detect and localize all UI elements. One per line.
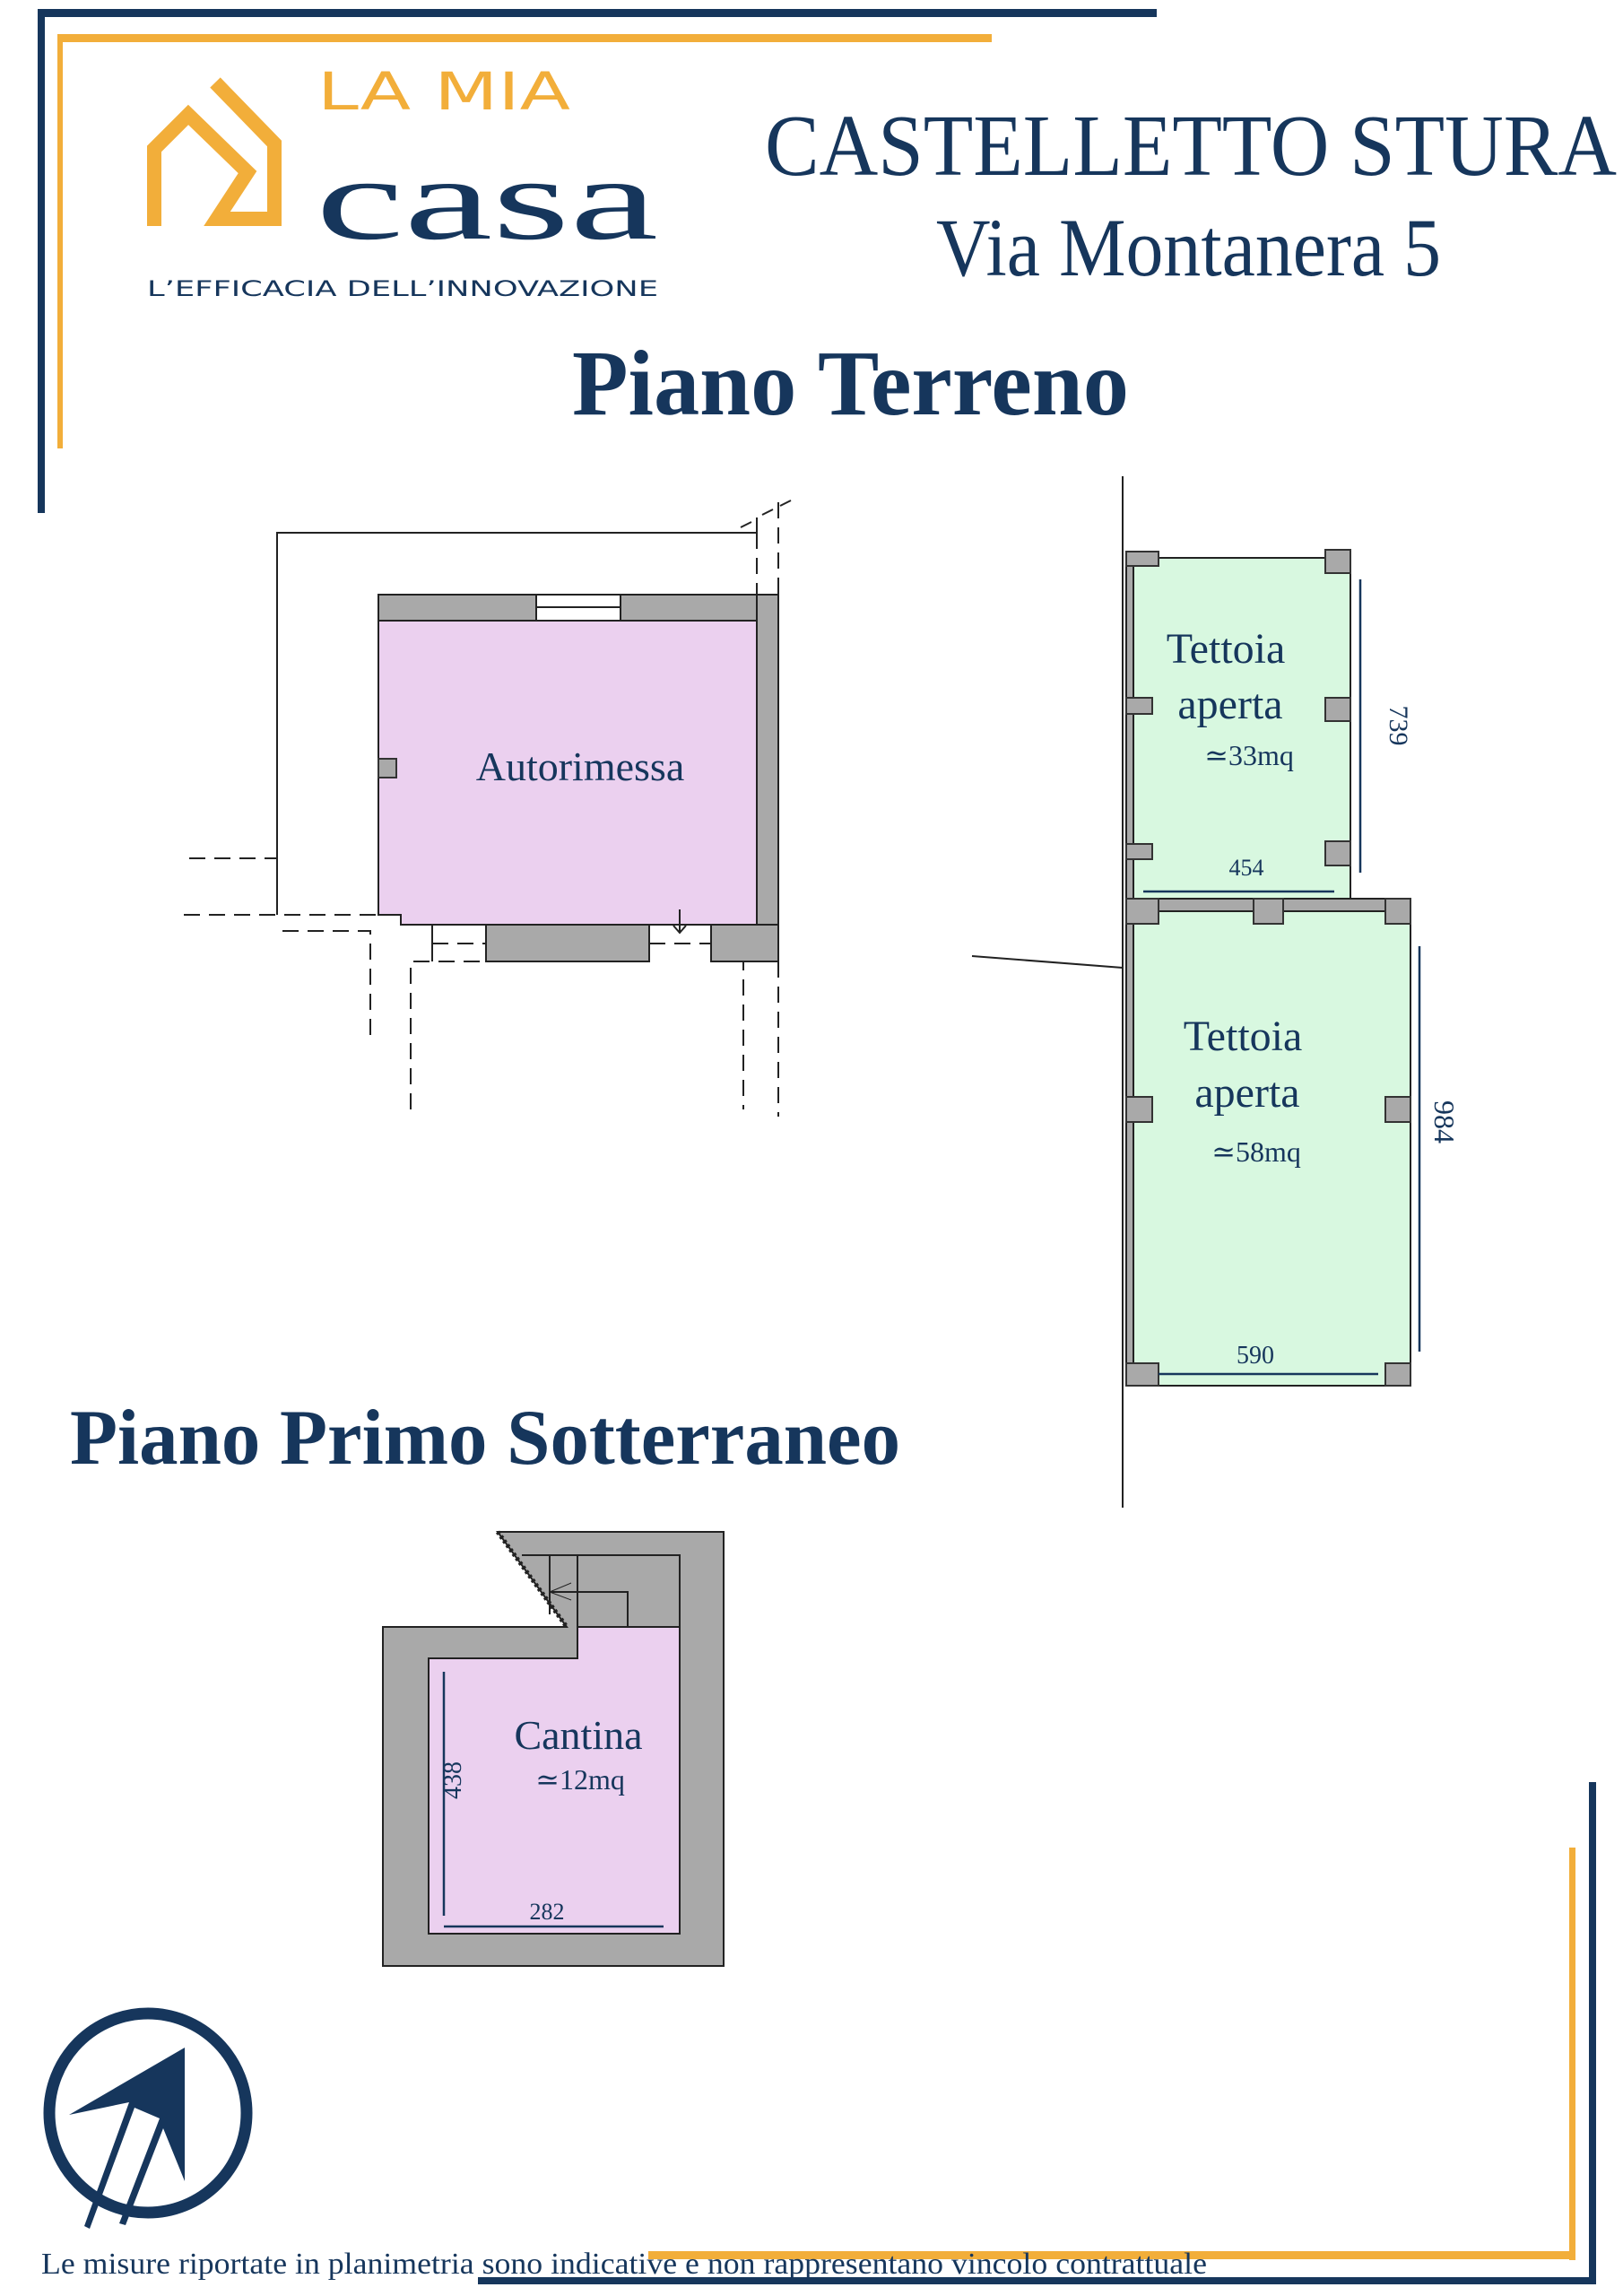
house-icon <box>147 77 282 226</box>
room-label-tettoia-1-line1: Tettoia <box>1167 625 1286 673</box>
agency-logo-icon <box>43 2007 253 2229</box>
town-title: CASTELLETTO STURA <box>765 98 1617 195</box>
dim-width-tettoia-2: 590 <box>1237 1342 1274 1370</box>
logo-tagline: L’EFFICACIA DELL’INNOVAZIONE <box>147 276 658 301</box>
room-autorimessa <box>378 620 758 926</box>
dim-height-cantina: 438 <box>439 1761 467 1799</box>
room-area-tettoia-2: ≃58mq <box>1211 1135 1301 1168</box>
break-marks <box>740 500 792 528</box>
dim-width-cantina: 282 <box>530 1899 565 1925</box>
stairs <box>522 1554 681 1627</box>
plan-autorimessa: Autorimessa <box>184 500 792 1117</box>
room-label-tettoia-1-line2: aperta <box>1177 681 1282 728</box>
room-label-cantina: Cantina <box>514 1712 642 1758</box>
brand-logo: LA MIA casa L’EFFICACIA DELL’INNOVAZIONE <box>147 61 658 301</box>
dim-height-tettoia-2: 984 <box>1428 1100 1461 1144</box>
footer-disclaimer: Le misure riportate in planimetria sono … <box>41 2248 1207 2281</box>
dim-width-tettoia-1: 454 <box>1229 855 1264 881</box>
frame-bottom-right <box>478 1782 1596 2284</box>
room-label-tettoia-2-line1: Tettoia <box>1184 1013 1303 1060</box>
room-area-tettoia-1: ≃33mq <box>1204 739 1294 771</box>
room-label-autorimessa: Autorimessa <box>476 744 685 789</box>
frame-top-left <box>38 9 1157 513</box>
door-arrow-icon <box>673 909 687 935</box>
room-tettoia-large <box>1125 898 1411 1387</box>
room-area-cantina: ≃12mq <box>535 1763 625 1796</box>
logo-line2: casa <box>316 135 658 265</box>
room-label-tettoia-2-line2: aperta <box>1194 1069 1299 1117</box>
plan-tettoie: Tettoia aperta ≃33mq 739 454 Tettoia ape… <box>971 476 1461 1508</box>
ground-floor-title: Piano Terreno <box>572 332 1129 435</box>
room-tettoia-small <box>1125 557 1351 900</box>
address-title: Via Montanera 5 <box>936 202 1441 293</box>
dim-height-tettoia-1: 739 <box>1384 706 1413 746</box>
logo-line1: LA MIA <box>317 61 570 122</box>
plan-cantina: Cantina ≃12mq 438 282 <box>382 1530 725 1967</box>
basement-title: Piano Primo Sotterraneo <box>70 1395 900 1482</box>
